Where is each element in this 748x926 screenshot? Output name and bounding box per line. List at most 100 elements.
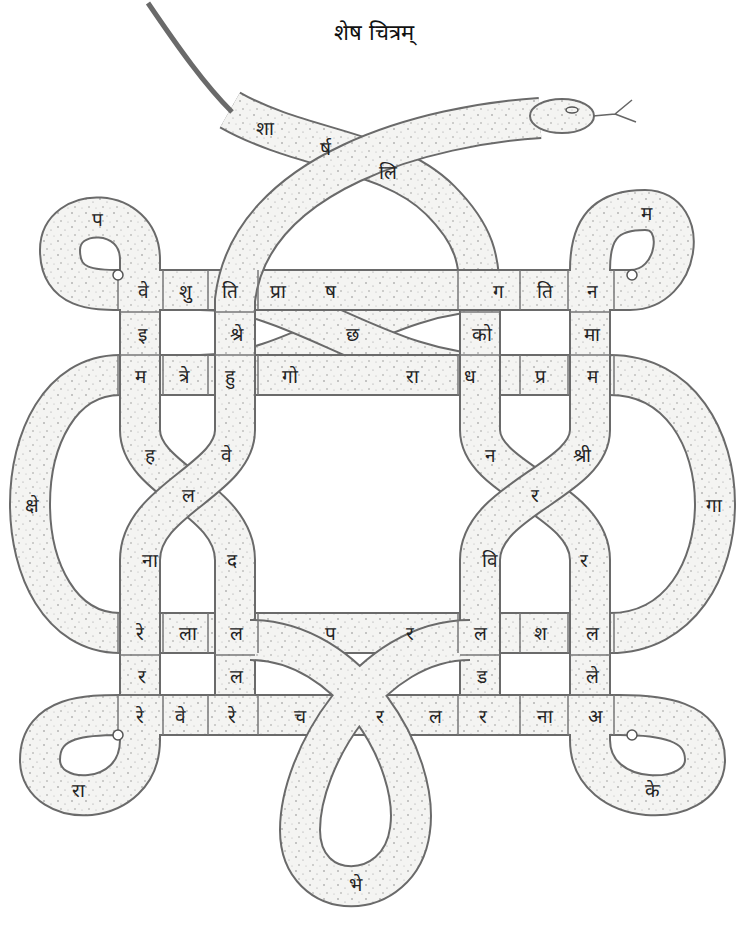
syllable: वे: [138, 281, 149, 302]
cell-divider: [207, 355, 209, 395]
cell-divider: [460, 354, 500, 356]
pivot-ring: [113, 270, 123, 280]
syllable: ना: [537, 706, 553, 727]
cell-divider: [613, 355, 615, 395]
syllable: ड: [477, 666, 487, 687]
syllable: ष: [325, 281, 336, 302]
cell-divider: [457, 695, 459, 735]
cell-divider: [460, 311, 500, 313]
cell-divider: [457, 355, 459, 395]
band-outline: [250, 640, 470, 886]
cell-divider: [120, 694, 160, 696]
cell-divider: [519, 695, 521, 735]
cell-divider: [613, 613, 615, 653]
cell-divider: [567, 270, 569, 310]
syllable: ह: [145, 445, 155, 466]
pivot-ring: [627, 270, 637, 280]
syllable: ना: [142, 550, 158, 571]
cell-divider: [570, 654, 610, 656]
syllable: वि: [482, 550, 498, 571]
syllable: र: [376, 706, 384, 727]
syllable: मा: [584, 324, 600, 345]
cell-divider: [215, 694, 255, 696]
syllable: म: [641, 203, 652, 224]
cell-divider: [460, 654, 500, 656]
cell-divider: [257, 695, 259, 735]
syllable: त्रे: [179, 366, 189, 387]
syllable: प्र: [535, 366, 546, 387]
cell-divider: [570, 311, 610, 313]
cell-divider: [257, 355, 259, 395]
syllable: हु: [225, 366, 235, 387]
cell-divider: [207, 613, 209, 653]
syllable: ल: [586, 623, 599, 644]
syllable: र: [406, 623, 414, 644]
syllable: वे: [221, 445, 232, 466]
syllable: क्षे: [25, 495, 39, 516]
syllable: ति: [222, 281, 238, 302]
syllable: ति: [537, 281, 553, 302]
syllable: ल: [182, 485, 195, 506]
cell-divider: [457, 613, 459, 653]
syllable: श: [534, 623, 547, 644]
syllable: रे: [228, 706, 236, 727]
syllable: इ: [138, 324, 147, 345]
cell-divider: [257, 613, 259, 653]
syllable: वे: [175, 706, 186, 727]
cell-divider: [162, 270, 164, 310]
syllable: ले: [586, 666, 599, 687]
syllable: र: [531, 485, 539, 506]
syllable: म: [587, 366, 598, 387]
cell-divider: [570, 354, 610, 356]
cell-divider: [519, 613, 521, 653]
cell-divider: [567, 355, 569, 395]
syllable: च: [294, 706, 306, 727]
cell-divider: [613, 695, 615, 735]
syllable: रा: [72, 780, 85, 801]
syllable: द: [227, 550, 237, 571]
syllable: श्रे: [230, 324, 243, 345]
syllable: छ: [346, 324, 359, 345]
cell-divider: [162, 613, 164, 653]
pivot-ring: [113, 730, 123, 740]
syllable: ध: [464, 366, 476, 387]
syllable: र: [138, 666, 146, 687]
cell-divider: [257, 270, 259, 310]
syllable: न: [485, 445, 496, 466]
syllable: रा: [406, 366, 419, 387]
syllable: र: [479, 706, 487, 727]
syllable: भे: [349, 874, 362, 895]
cell-divider: [120, 354, 160, 356]
syllable: ग: [493, 281, 504, 302]
syllable: ल: [474, 623, 487, 644]
syllable: ल: [429, 706, 442, 727]
snake-eye: [566, 107, 578, 113]
band-body: [250, 640, 470, 886]
cell-divider: [519, 270, 521, 310]
snake-tongue: [593, 100, 636, 122]
syllable: के: [645, 780, 660, 801]
syllable: गा: [706, 495, 722, 516]
syllable: लि: [379, 162, 397, 183]
cell-divider: [117, 355, 119, 395]
syllable: श्री: [573, 445, 591, 466]
syllable: प: [325, 623, 336, 644]
syllable: ल: [230, 623, 243, 644]
cell-divider: [613, 270, 615, 310]
cell-divider: [215, 311, 255, 313]
syllable: न: [587, 281, 598, 302]
syllable: ला: [179, 623, 197, 644]
cell-divider: [215, 354, 255, 356]
cell-divider: [570, 694, 610, 696]
cell-divider: [120, 311, 160, 313]
snake-head: [530, 99, 594, 133]
syllable: ल: [230, 666, 243, 687]
syllable: शु: [179, 281, 192, 302]
cell-divider: [457, 270, 459, 310]
syllable: शा: [256, 118, 274, 139]
syllable: गो: [282, 366, 298, 387]
band-body: [140, 118, 540, 720]
syllable: रे: [136, 623, 144, 644]
